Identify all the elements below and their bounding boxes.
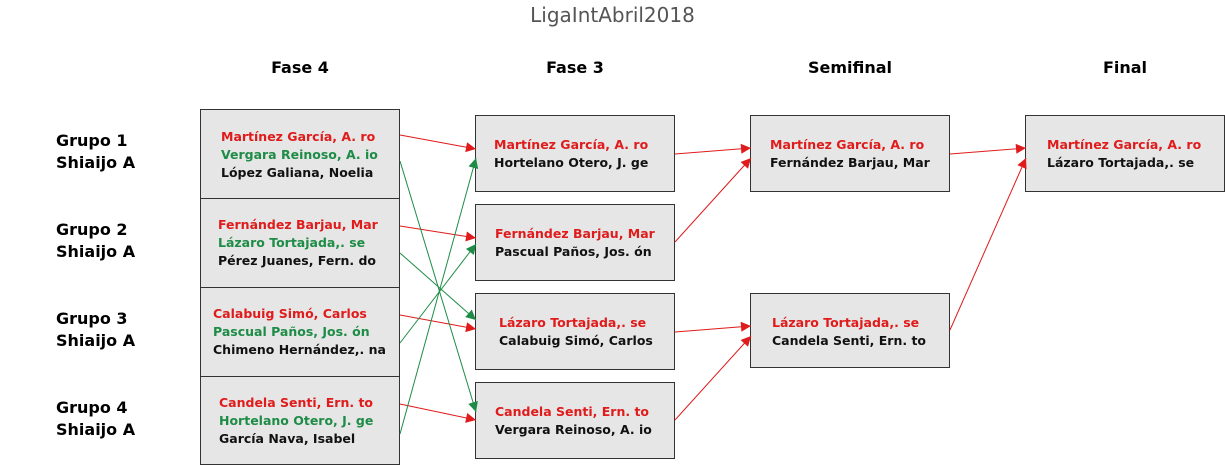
group-third-place: García Nava, Isabel (219, 431, 356, 446)
group-first-place: Candela Senti, Ern. to (219, 395, 374, 410)
fase4-group-box-3: Calabuig Simó, Carlos Pascual Paños, Jos… (200, 287, 400, 377)
group-label-3: Grupo 3 Shiaijo A (56, 308, 135, 352)
group-first-place: Calabuig Simó, Carlos (213, 306, 367, 321)
arrow-semi-1-to-final (949, 143, 1027, 155)
fase3-match-box-4: Candela Senti, Ern. to Vergara Reinoso, … (475, 382, 675, 459)
arrow-group2-runnerup (399, 252, 477, 321)
final-match-box: Martínez García, A. ro Lázaro Tortajada,… (1025, 115, 1225, 192)
group-third-place: Pérez Juanes, Fern. do (218, 253, 377, 268)
match-opponent: Lázaro Tortajada,. se (1047, 155, 1195, 170)
arrow-semi-2-to-final (949, 157, 1027, 331)
group-second-place: Hortelano Otero, J. ge (219, 413, 374, 428)
group-first-place: Martínez García, A. ro (221, 129, 376, 144)
fase3-match-box-2: Fernández Barjau, Mar Pascual Paños, Jos… (475, 204, 675, 281)
match-winner: Fernández Barjau, Mar (495, 226, 655, 241)
arrow-group4-winner (399, 403, 477, 423)
fase3-match-box-1: Martínez García, A. ro Hortelano Otero, … (475, 115, 675, 192)
group-name: Grupo 4 (56, 398, 128, 417)
match-winner: Martínez García, A. ro (494, 137, 649, 152)
group-third-place: Chimeno Hernández,. na (213, 342, 386, 357)
arrow-group4-runnerup (399, 157, 479, 435)
match-winner: Martínez García, A. ro (770, 137, 925, 152)
arrow-fase3-3-to-semi (674, 321, 752, 333)
match-winner: Lázaro Tortajada,. se (772, 315, 920, 330)
group-label-1: Grupo 1 Shiaijo A (56, 130, 135, 174)
group-shiaijo: Shiaijo A (56, 153, 136, 172)
arrow-fase3-2-to-semi (674, 157, 752, 243)
bracket-title: LigaIntAbril2018 (530, 3, 695, 27)
semifinal-match-box-2: Lázaro Tortajada,. se Candela Senti, Ern… (750, 293, 950, 368)
match-opponent: Hortelano Otero, J. ge (494, 155, 649, 170)
phase-label-fase4: Fase 4 (271, 58, 329, 77)
match-winner: Candela Senti, Ern. to (495, 404, 650, 419)
match-opponent: Candela Senti, Ern. to (772, 333, 927, 348)
arrow-fase3-1-to-semi (674, 143, 752, 155)
group-name: Grupo 1 (56, 131, 128, 150)
match-winner: Martínez García, A. ro (1047, 137, 1202, 152)
arrow-fase3-4-to-semi (674, 335, 752, 421)
fase4-group-box-4: Candela Senti, Ern. to Hortelano Otero, … (200, 376, 400, 465)
phase-label-semifinal: Semifinal (807, 58, 893, 77)
arrow-group2-winner (399, 225, 477, 242)
arrow-group3-winner (399, 314, 477, 333)
fase4-group-box-1: Martínez García, A. ro Vergara Reinoso, … (200, 109, 400, 199)
fase3-match-box-3: Lázaro Tortajada,. se Calabuig Simó, Car… (475, 293, 675, 370)
semifinal-match-box-1: Martínez García, A. ro Fernández Barjau,… (750, 115, 950, 192)
match-opponent: Vergara Reinoso, A. io (495, 422, 652, 437)
group-shiaijo: Shiaijo A (56, 331, 136, 350)
phase-label-fase3: Fase 3 (546, 58, 604, 77)
group-name: Grupo 2 (56, 220, 128, 239)
fase4-group-box-2: Fernández Barjau, Mar Lázaro Tortajada,.… (200, 198, 400, 288)
group-second-place: Lázaro Tortajada,. se (218, 235, 366, 250)
group-second-place: Vergara Reinoso, A. io (221, 147, 378, 162)
group-shiaijo: Shiaijo A (56, 242, 136, 261)
arrow-group1-winner (399, 134, 477, 153)
match-opponent: Pascual Paños, Jos. ón (495, 244, 652, 259)
match-opponent: Fernández Barjau, Mar (770, 155, 930, 170)
group-third-place: López Galiana, Noelia (221, 165, 374, 180)
match-opponent: Calabuig Simó, Carlos (499, 333, 653, 348)
group-first-place: Fernández Barjau, Mar (218, 217, 378, 232)
group-label-2: Grupo 2 Shiaijo A (56, 219, 135, 263)
group-name: Grupo 3 (56, 309, 128, 328)
phase-label-final: Final (1102, 58, 1148, 77)
group-shiaijo: Shiaijo A (56, 420, 136, 439)
group-label-4: Grupo 4 Shiaijo A (56, 397, 135, 441)
arrow-group3-runnerup (399, 243, 477, 344)
group-second-place: Pascual Paños, Jos. ón (213, 324, 370, 339)
match-winner: Lázaro Tortajada,. se (499, 315, 647, 330)
